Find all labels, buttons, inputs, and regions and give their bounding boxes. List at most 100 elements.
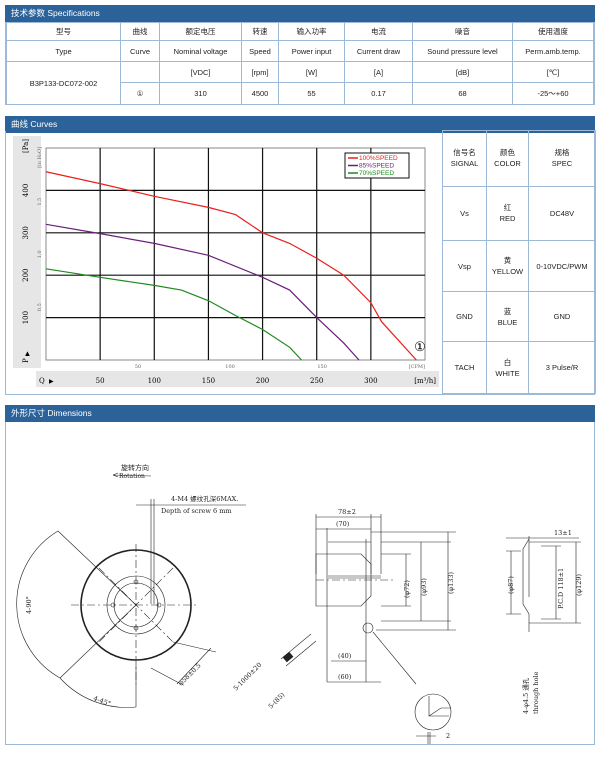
svg-text:(60): (60) <box>338 673 352 681</box>
header-cn: 额定电压 <box>159 22 242 41</box>
x-tick-label: 200 <box>256 377 269 385</box>
svg-text:4-45°: 4-45° <box>92 694 112 708</box>
x-tick-label: 150 <box>202 377 215 385</box>
dimensions-panel: 旋转方向 Rotation 4-M4 螺纹孔深6MAX. Depth of sc… <box>5 422 595 745</box>
value-cell: 0.17 <box>344 82 413 105</box>
header-en: Sound pressure level <box>412 40 513 62</box>
inh2o-tick-label: 1,5 <box>37 198 43 206</box>
header-cn: 使用温度 <box>512 22 594 41</box>
svg-text:13±1: 13±1 <box>554 529 572 537</box>
svg-text:(φ93): (φ93) <box>420 578 428 596</box>
legend-label: 100%SPEED <box>359 155 398 162</box>
svg-text:(φ129): (φ129) <box>575 574 583 596</box>
y-tick-label: 200 <box>22 269 30 282</box>
svg-text:4-90°: 4-90° <box>25 596 33 614</box>
y-axis-label: [Pa] <box>22 139 30 153</box>
svg-text:(70): (70) <box>336 520 350 528</box>
y-arrow-icon: ▶ <box>24 351 31 356</box>
cfm-axis-label: [CFM] <box>409 364 425 370</box>
signal-spec: DC48V <box>528 185 596 242</box>
legend-label: 70%SPEED <box>359 170 394 177</box>
signal-spec: 0-10VDC/PWM <box>528 240 596 292</box>
cfm-tick-label: 50 <box>135 364 141 370</box>
header-en: Perm.amb.temp. <box>512 40 594 62</box>
svg-text:4-φ4.5 通孔: 4-φ4.5 通孔 <box>521 677 530 714</box>
unit-cell: [W] <box>278 61 345 83</box>
header-cn: 曲线 <box>120 22 160 41</box>
svg-text:P.C.D 118±1: P.C.D 118±1 <box>557 568 565 609</box>
x-tick-label: 250 <box>310 377 323 385</box>
unit-cell: [A] <box>344 61 413 83</box>
value-cell: 55 <box>278 82 345 105</box>
signal-spec: GND <box>528 290 596 343</box>
unit-cell: [VDC] <box>159 61 242 83</box>
x-arrow-icon: ▶ <box>49 378 54 385</box>
value-cell: 68 <box>412 82 513 105</box>
header-cn: 电流 <box>344 22 413 41</box>
svg-text:(φ133): (φ133) <box>447 572 455 594</box>
cable: 5-1000±20 5-(85) <box>232 633 317 711</box>
unit-cell: [rpm] <box>241 61 279 83</box>
x-tick-label: 100 <box>148 377 161 385</box>
model-cell: B3P133-DC072-002 <box>6 61 121 105</box>
inh2o-tick-label: 1,0 <box>37 250 43 258</box>
value-cell: -25～+60 <box>512 82 594 105</box>
cfm-tick-label: 150 <box>317 364 327 370</box>
inh2o-tick-label: 0,5 <box>37 303 43 311</box>
header-en: Curve <box>120 40 160 62</box>
unit-cell: [dB] <box>412 61 513 83</box>
svg-text:旋转方向: 旋转方向 <box>121 463 149 472</box>
signal-name: Vs <box>442 185 487 242</box>
series-line-100%speed <box>45 171 417 361</box>
y-tick-label: 100 <box>22 311 30 324</box>
y-tick-label: 300 <box>22 226 30 239</box>
front-view: 旋转方向 Rotation 4-M4 螺纹孔深6MAX. Depth of sc… <box>16 463 246 708</box>
x-axis-prefix: Q <box>39 377 45 385</box>
svg-text:78±2: 78±2 <box>338 508 356 516</box>
header-en: Power input <box>278 40 345 62</box>
plot-area <box>45 147 426 361</box>
side-view: 78±2 (70) (40) (60) (φ72) (φ93) (φ133) 2 <box>315 508 456 744</box>
signal-spec: 3 Pulse/R <box>528 341 596 394</box>
svg-text:4-M4 螺纹孔深6MAX.: 4-M4 螺纹孔深6MAX. <box>171 494 238 503</box>
svg-text:5-1000±20: 5-1000±20 <box>232 661 264 693</box>
svg-text:Rotation: Rotation <box>119 473 145 480</box>
value-cell: ① <box>120 82 160 105</box>
svg-text:through hole: through hole <box>532 671 540 714</box>
curves-header: 曲线 Curves <box>5 116 595 133</box>
header-en: Type <box>6 40 121 62</box>
specifications-header: 技术参数 Specifications <box>5 5 595 22</box>
svg-text:5-(85): 5-(85) <box>267 691 287 711</box>
dimensions-header: 外形尺寸 Dimensions <box>5 405 595 422</box>
header-cn: 转速 <box>241 22 279 41</box>
svg-text:φ58±0.5: φ58±0.5 <box>177 662 203 688</box>
signal-name: Vsp <box>442 240 487 292</box>
svg-text:(40): (40) <box>338 652 352 660</box>
curve-marker: ① <box>414 340 426 355</box>
svg-text:Depth of screw 6 mm: Depth of screw 6 mm <box>161 507 232 515</box>
legend-box <box>344 152 410 179</box>
empty-cell <box>120 61 160 83</box>
svg-text:(φ72): (φ72) <box>403 580 411 598</box>
svg-text:2: 2 <box>446 732 450 740</box>
inlet-ring-view: 13±1 (φ87) P.C.D 118±1 (φ129) 4-φ4.5 通孔 … <box>506 529 583 714</box>
x-axis-strip <box>36 371 439 387</box>
header-en: Current draw <box>344 40 413 62</box>
y-axis-strip <box>13 136 41 368</box>
value-cell: 310 <box>159 82 242 105</box>
y-tick-label: 400 <box>22 184 30 197</box>
legend-label: 85%SPEED <box>359 163 394 170</box>
